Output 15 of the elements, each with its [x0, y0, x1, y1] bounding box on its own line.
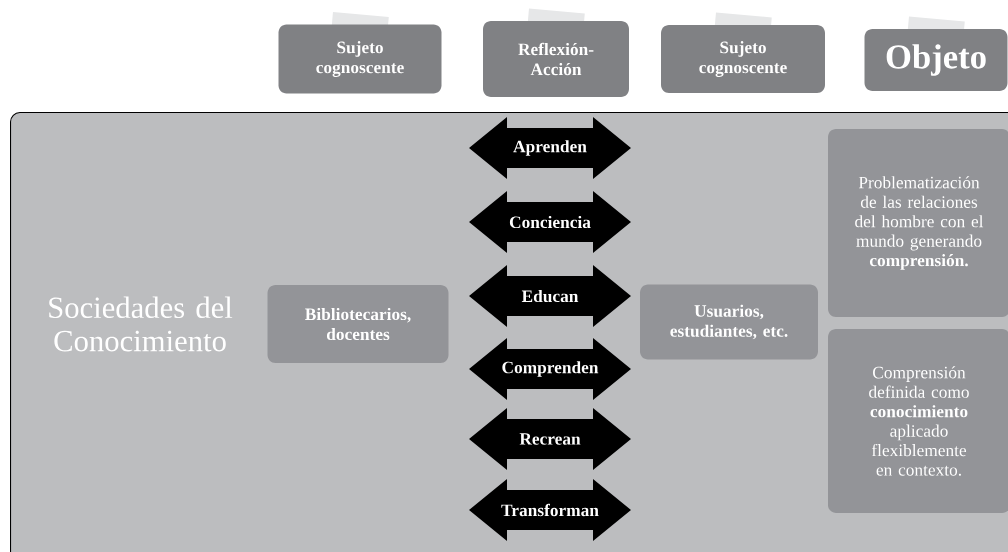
- panel-title: Sociedades del Conocimiento: [49, 296, 233, 352]
- double-pointed-banner: Transforman: [469, 479, 631, 541]
- header-card: Objeto: [864, 16, 1008, 91]
- double-pointed-banner: Educan: [469, 265, 631, 327]
- header-card: Sujeto cognoscente: [661, 12, 825, 93]
- header-card: Sujeto cognoscente: [278, 12, 442, 94]
- double-pointed-banner: Aprenden: [469, 117, 631, 179]
- text-box: Usuarios, estudiantes, etc.: [640, 284, 818, 360]
- double-pointed-banner: Conciencia: [469, 191, 631, 253]
- double-pointed-banner: Comprenden: [469, 338, 631, 400]
- double-pointed-banner: Recrean: [469, 408, 631, 470]
- text-box: Comprensión definida como conocimiento aplicado flexiblemente en contexto.: [828, 329, 1008, 513]
- text-box: Problematización de las relaciones del hombre con el mundo generando comprensión.: [828, 129, 1008, 317]
- text-box: Bibliotecarios, docentes: [267, 285, 449, 363]
- header-card: Reflexión- Acción: [483, 8, 629, 97]
